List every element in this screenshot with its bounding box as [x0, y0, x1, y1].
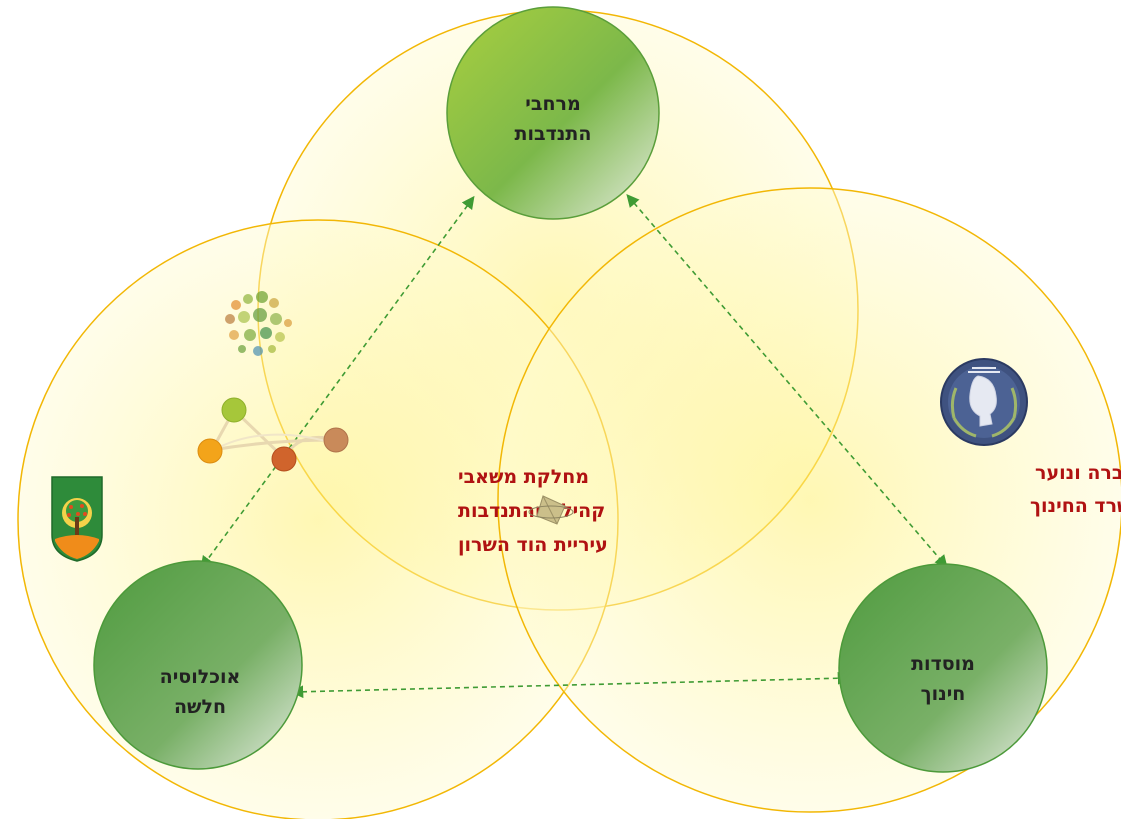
ministry-line2: משרד החינוך — [1030, 495, 1121, 517]
ministry-label: מנהל חברה ונוער משרד החינוך — [1030, 462, 1121, 517]
arrow-left-right — [290, 671, 851, 699]
pyramid-icon — [528, 495, 574, 525]
municipality-line1: מחלקת משאבי — [458, 466, 589, 488]
node-top-line2: התנדבות — [515, 123, 592, 145]
node-top: מרחבי התנדבות — [446, 6, 660, 220]
connectors — [200, 194, 948, 699]
node-top-circle — [446, 6, 660, 220]
node-right-line2: חינוך — [921, 683, 966, 705]
municipality-label: מחלקת משאבי קהילה והתנדבות עיריית הוד הש… — [458, 466, 608, 556]
node-left-circle — [93, 560, 303, 770]
municipality-line2: קהילה והתנדבות — [458, 500, 605, 522]
hod-hasharon-emblem-icon — [51, 476, 103, 562]
node-left-line1: אוכלוסיה — [160, 666, 241, 688]
municipality-line3: עיריית הוד השרון — [458, 534, 608, 556]
education-ministry-emblem-icon — [940, 358, 1028, 446]
node-right: מוסדות חינוך — [838, 563, 1048, 773]
node-top-line1: מרחבי — [525, 93, 580, 115]
network-nodes-icon — [197, 397, 349, 472]
node-left-line2: חלשה — [174, 696, 226, 718]
ministry-line1: מנהל חברה ונוער — [1035, 462, 1121, 484]
node-right-line1: מוסדות — [911, 653, 975, 675]
node-left: אוכלוסיה חלשה — [93, 560, 303, 770]
community-collage-icon — [225, 291, 292, 356]
node-right-circle — [838, 563, 1048, 773]
arrow-top-left — [200, 195, 475, 570]
arrow-top-right — [626, 194, 948, 568]
